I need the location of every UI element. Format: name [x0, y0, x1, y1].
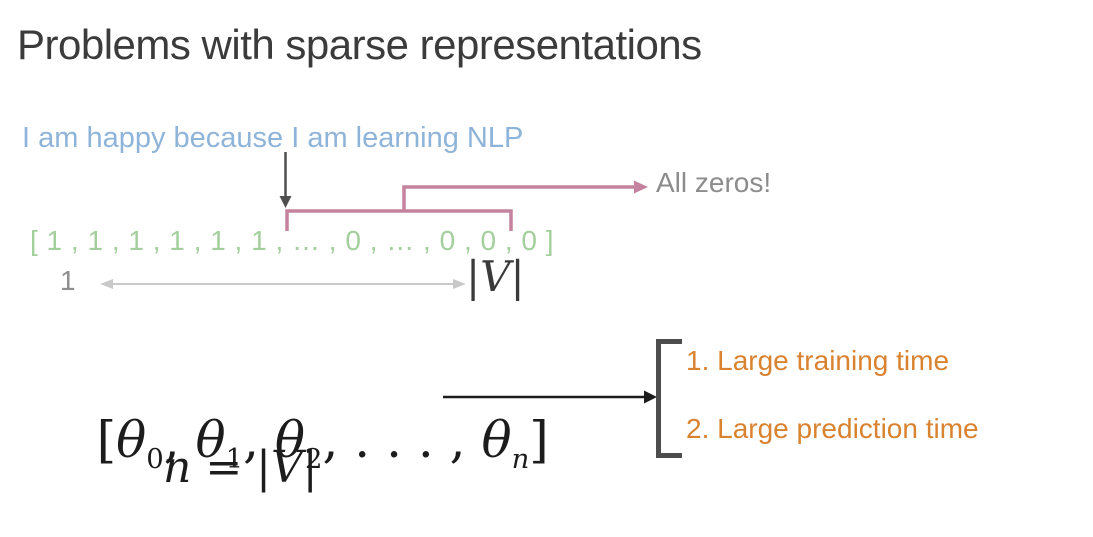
theta-open-bracket: [ — [96, 411, 117, 469]
vocab-size-label: |V| — [466, 252, 525, 301]
problem-item-1: 1. Large training time — [686, 345, 950, 376]
all-zeros-arrowhead — [634, 180, 648, 194]
theta-0: θ — [116, 411, 147, 469]
problems-bracket — [656, 339, 682, 458]
theta-2: θ — [274, 411, 306, 469]
theta-vector: [θ0, θ1, θ2, . . . , θn] — [33, 358, 549, 529]
theta-ellipsis: , . . . , — [322, 411, 482, 469]
theta-comma-1: , — [163, 411, 196, 469]
page-title: Problems with sparse representations — [17, 21, 702, 68]
vector-span-arrow — [100, 279, 466, 289]
problem-item-2: 2. Large prediction time — [686, 413, 979, 444]
theta-2-subscript: 2 — [305, 443, 323, 475]
theta-0-subscript: 0 — [146, 443, 164, 475]
theta-close-bracket: ] — [529, 411, 549, 469]
theta-n-subscript: n — [511, 443, 530, 475]
word-pointer-arrow — [279, 152, 292, 208]
theta-n: θ — [481, 411, 512, 469]
theta-comma-2: , — [243, 411, 275, 469]
dimension-equation: n = |V| — [163, 442, 318, 493]
all-zeros-label: All zeros! — [656, 167, 772, 198]
theta-1: θ — [195, 411, 226, 469]
index-start-label: 1 — [60, 265, 76, 296]
zeros-bracket — [285, 180, 648, 231]
example-sentence: I am happy because I am learning NLP — [22, 122, 524, 154]
theta-1-subscript: 1 — [225, 443, 244, 475]
